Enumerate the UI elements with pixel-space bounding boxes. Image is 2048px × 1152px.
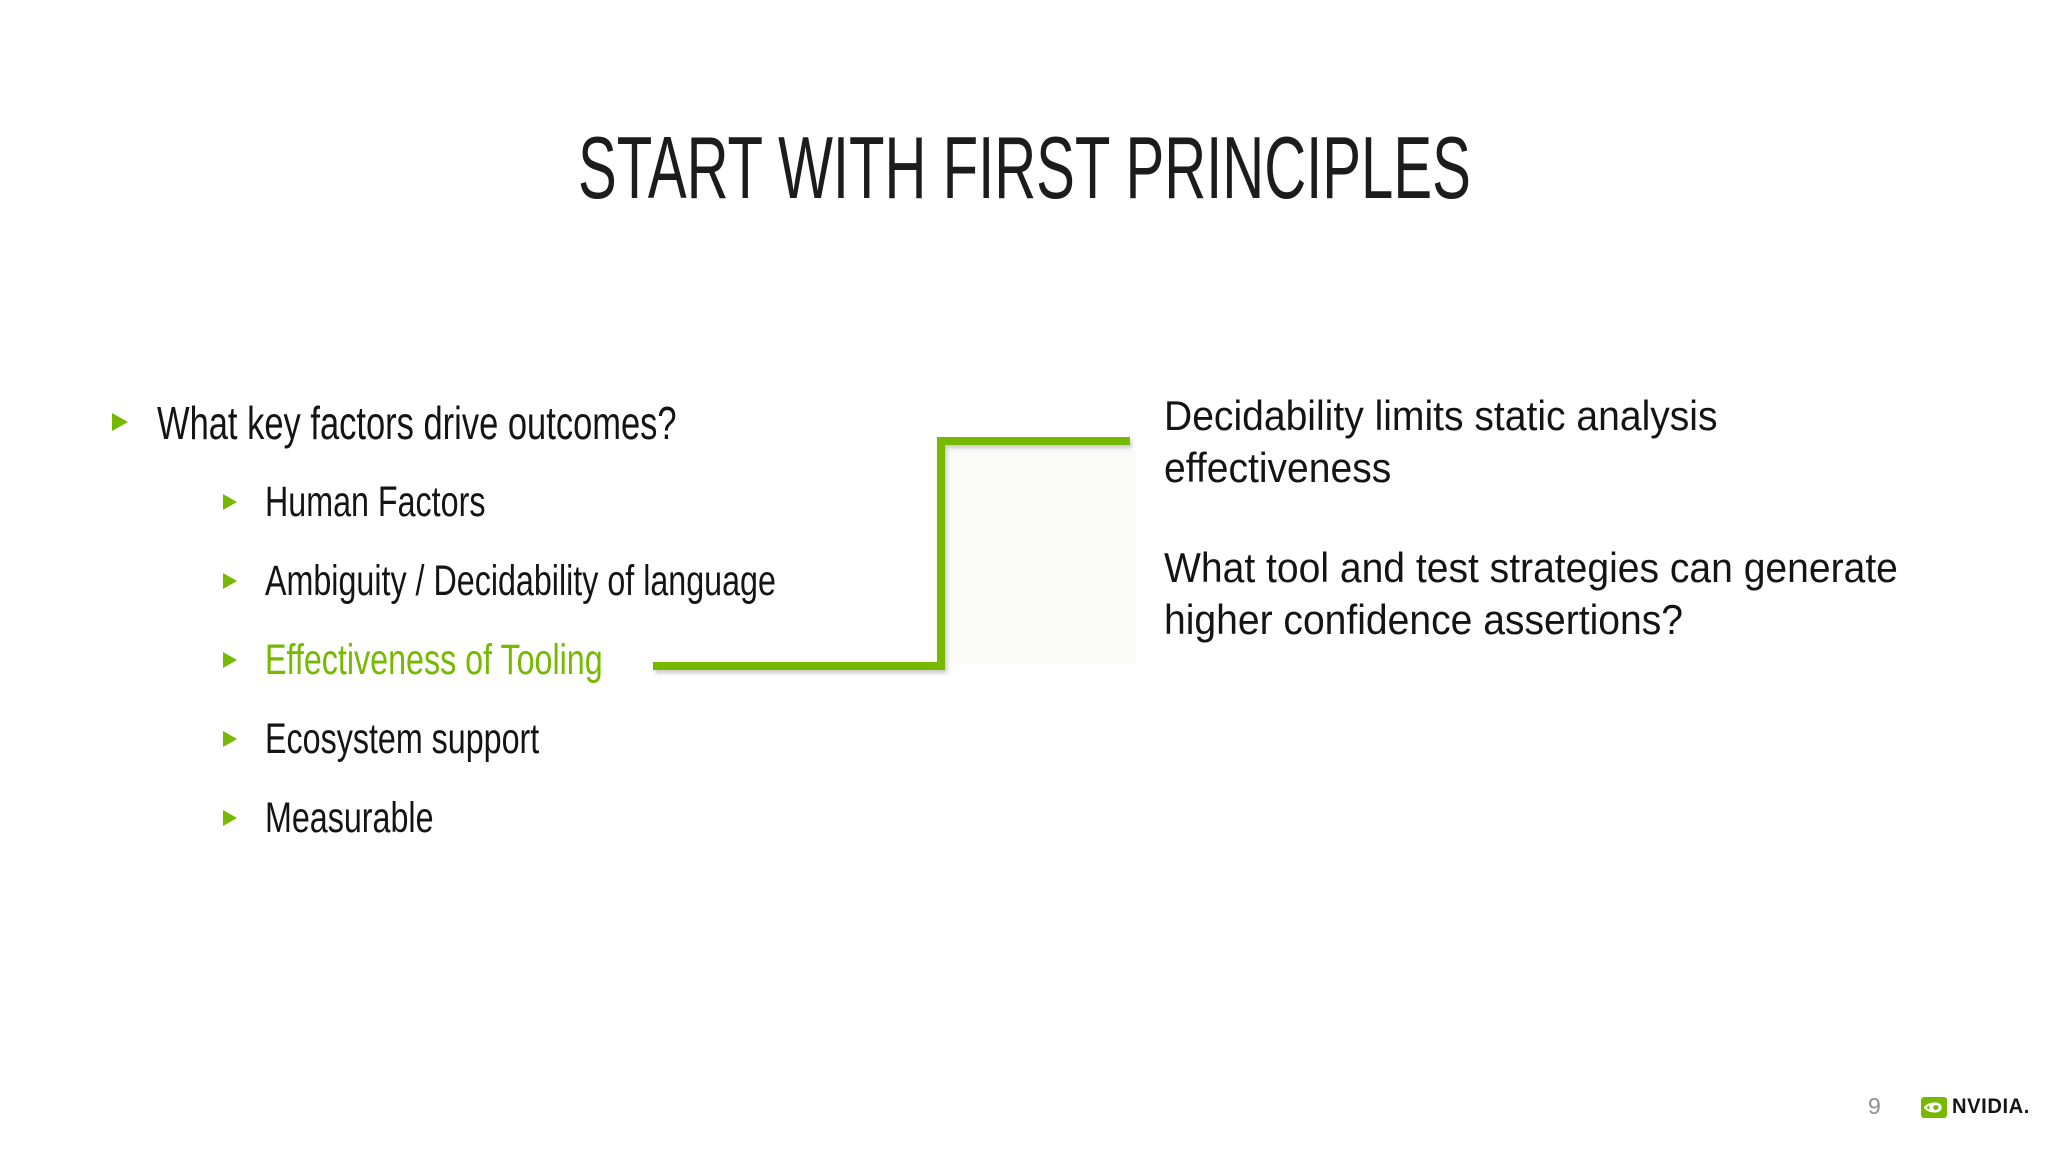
callout-para2-line1: What tool and test strategies can genera… bbox=[1164, 544, 1898, 591]
bullet-triangle-icon bbox=[223, 731, 237, 747]
page-number: 9 bbox=[1868, 1093, 1881, 1119]
bullet-triangle-icon bbox=[223, 652, 237, 668]
bullet-sub-human-factors: Human Factors bbox=[265, 478, 486, 526]
bullet-sub-measurable: Measurable bbox=[265, 794, 434, 842]
callout-para1-line2: effectiveness bbox=[1164, 444, 1392, 491]
nvidia-logo: NVIDIA. bbox=[1921, 1095, 2033, 1119]
slide-title: START WITH FIRST PRINCIPLES bbox=[0, 124, 2048, 212]
bullet-sub-ambiguity-decidability: Ambiguity / Decidability of language bbox=[265, 557, 776, 605]
callout-para2-line2: higher confidence assertions? bbox=[1164, 596, 1683, 643]
faint-image-panel bbox=[948, 450, 1136, 664]
bullet-triangle-icon bbox=[223, 573, 237, 589]
nvidia-wordmark: NVIDIA. bbox=[1952, 1095, 2030, 1118]
slide-title-text: START WITH FIRST PRINCIPLES bbox=[577, 118, 1471, 217]
bullet-triangle-icon bbox=[223, 810, 237, 826]
callout-block: Decidability limits static analysis effe… bbox=[1164, 390, 2034, 646]
bullet-sub-effectiveness-of-tooling: Effectiveness of Tooling bbox=[265, 636, 603, 684]
nvidia-eye-icon bbox=[1921, 1096, 1947, 1118]
bullet-triangle-icon bbox=[223, 494, 237, 510]
bullet-triangle-icon bbox=[112, 413, 128, 431]
paragraph-gap bbox=[1164, 494, 2034, 542]
bullet-sub-ecosystem-support: Ecosystem support bbox=[265, 715, 540, 763]
callout-para1-line1: Decidability limits static analysis bbox=[1164, 392, 1718, 439]
bullet-level1: What key factors drive outcomes? bbox=[157, 397, 677, 449]
